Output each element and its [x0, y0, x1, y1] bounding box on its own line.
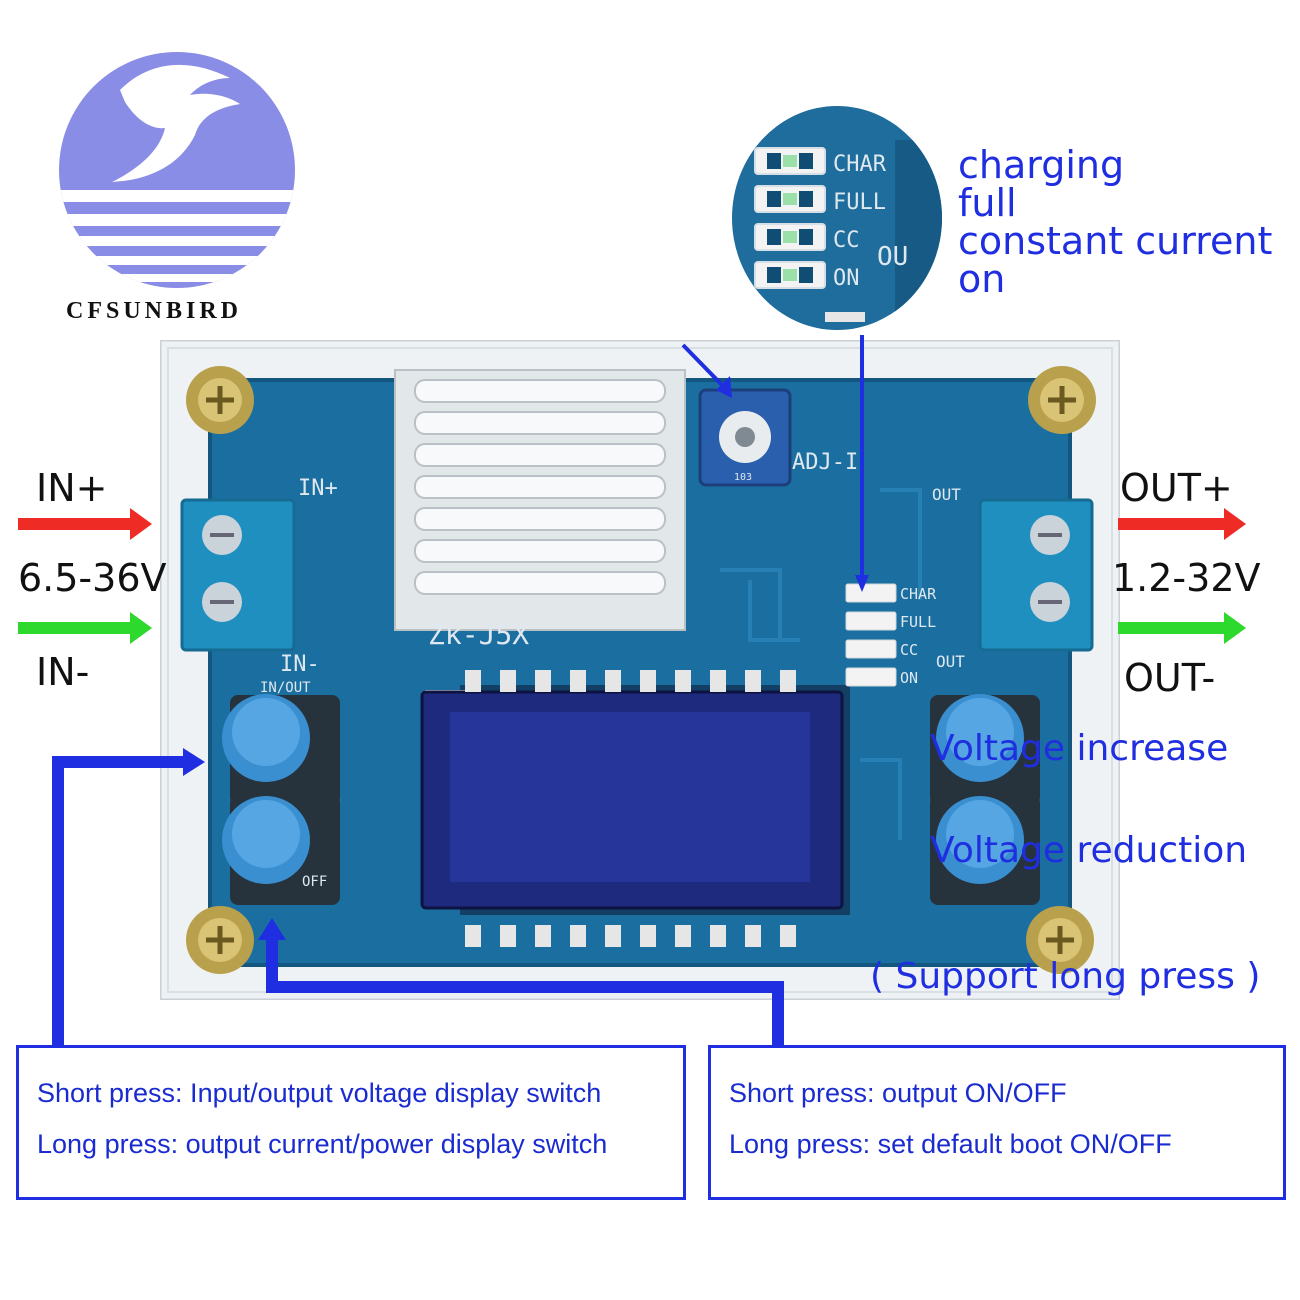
- info-left-line2: Long press: output current/power display…: [37, 1129, 608, 1159]
- brand-name: CFSUNBIRD: [66, 298, 243, 324]
- led-label-char: CHAR: [900, 585, 937, 603]
- silk-out: OUT: [932, 485, 961, 504]
- board-photo: Zk-J5X IN+ IN- IN/OUT OFF ADJ-I OUT 103 …: [158, 338, 1122, 1002]
- silk-pot: 103: [734, 472, 753, 483]
- meaning-on: on: [958, 257, 1006, 301]
- led-label-on: ON: [900, 669, 919, 687]
- silk-model: Zk-J5X: [428, 618, 530, 651]
- voltage-reduction-label: Voltage reduction: [930, 830, 1248, 871]
- meaning-constant-current: constant current: [958, 219, 1273, 263]
- silk-adj: ADJ-I: [792, 450, 859, 475]
- brand-logo: CFSUNBIRD: [0, 0, 320, 340]
- info-box-left: Short press: Input/output voltage displa…: [16, 1045, 686, 1200]
- silk-in-out: IN/OUT: [260, 680, 311, 696]
- zoom-label-on: ON: [833, 266, 860, 291]
- info-right-line2: Long press: set default boot ON/OFF: [729, 1129, 1172, 1159]
- zoom-label-cc: CC: [833, 228, 860, 253]
- input-minus-label: IN-: [36, 650, 90, 694]
- meaning-charging: charging: [958, 143, 1125, 187]
- bird-logo-icon: [59, 52, 295, 288]
- info-right-line1: Short press: output ON/OFF: [729, 1078, 1067, 1108]
- output-range-label: 1.2-32V: [1112, 556, 1261, 600]
- led-label-cc: CC: [900, 641, 919, 659]
- silk-in-minus: IN-: [280, 652, 320, 677]
- silk-in-plus: IN+: [298, 476, 338, 501]
- led-label-full: FULL: [900, 613, 937, 631]
- input-plus-label: IN+: [36, 466, 108, 510]
- output-minus-label: OUT-: [1124, 656, 1216, 700]
- zoom-label-full: FULL: [833, 190, 886, 215]
- output-plus-label: OUT+: [1120, 466, 1233, 510]
- info-left-line1: Short press: Input/output voltage displa…: [37, 1078, 602, 1108]
- input-range-label: 6.5-36V: [18, 556, 167, 600]
- silk-off: OFF: [302, 874, 328, 890]
- voltage-increase-label: Voltage increase: [930, 728, 1229, 769]
- meaning-full: full: [958, 181, 1017, 225]
- support-long-press-label: ( Support long press ): [870, 956, 1261, 997]
- led-label-out: OUT: [936, 652, 965, 671]
- led-zoom-inset: CHAR FULL CC ON OU: [725, 100, 955, 340]
- zoom-label-char: CHAR: [833, 152, 886, 177]
- info-box-right: Short press: output ON/OFF Long press: s…: [708, 1045, 1286, 1200]
- zoom-label-out: OU: [877, 242, 909, 272]
